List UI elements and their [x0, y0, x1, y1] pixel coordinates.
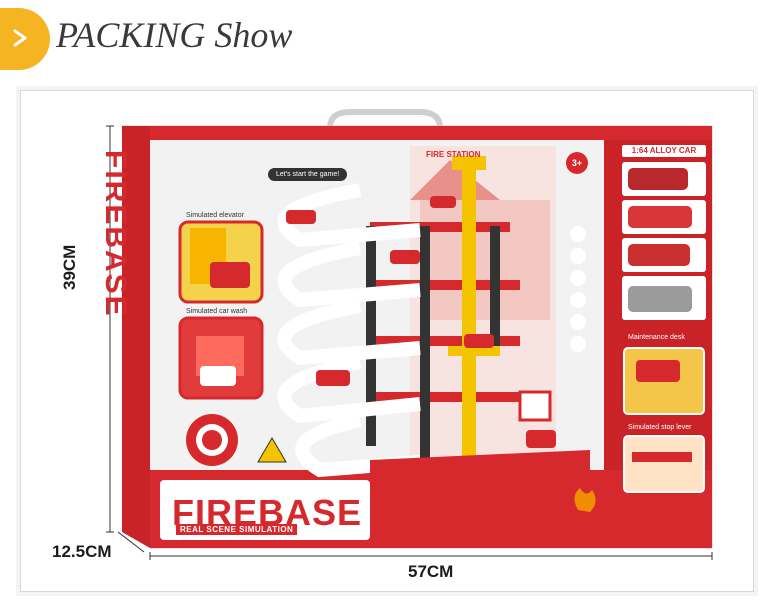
arrow-right-icon [13, 29, 27, 47]
age-badge: 3+ [566, 152, 588, 174]
feature-label-elevator: Simulated elevator [186, 212, 244, 219]
page-title: PACKING Show [56, 15, 293, 55]
feature-label-stop-lever: Simulated stop lever [628, 424, 692, 431]
box-handle [327, 109, 443, 129]
height-dimension: 39CM [60, 244, 79, 290]
width-dimension: 57CM [408, 562, 454, 581]
section-header: PACKING Show [0, 0, 770, 78]
header-badge [0, 8, 50, 70]
top-band [150, 126, 712, 140]
depth-dimension: 12.5CM [52, 542, 112, 561]
vertical-brand: FIREBASE [99, 150, 132, 318]
station-sign: FIRE STATION [426, 150, 481, 159]
feature-label-car-wash: Simulated car wash [186, 308, 248, 315]
feature-label-maintenance: Maintenance desk [628, 334, 685, 341]
start-bubble: Let's start the game! [268, 168, 348, 181]
product-photo-frame [20, 90, 754, 592]
alloy-label: 1:64 ALLOY CAR [622, 145, 706, 157]
brand-subtitle: REAL SCENE SIMULATION [176, 524, 298, 535]
